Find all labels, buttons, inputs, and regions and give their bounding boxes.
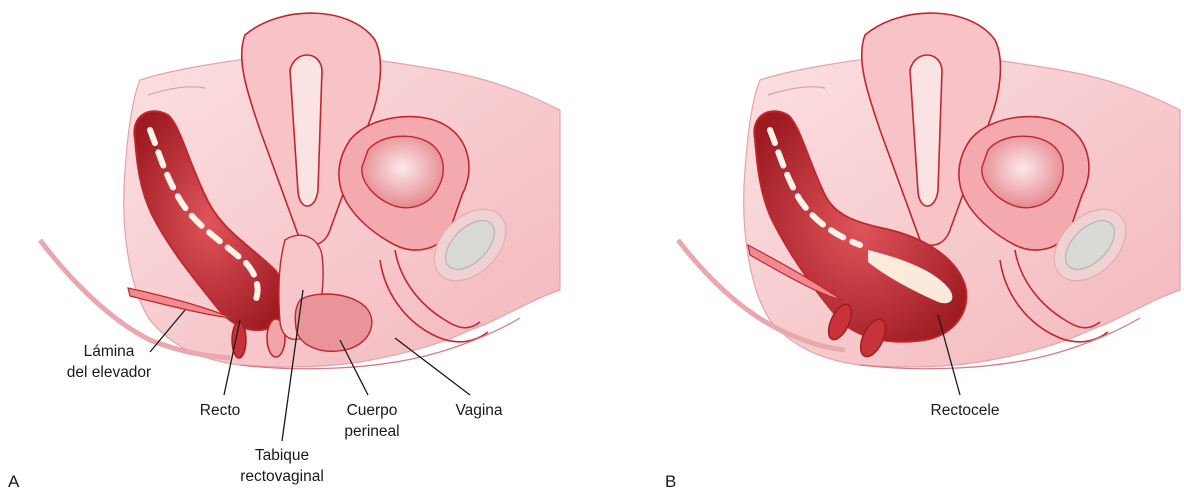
svg-text:Cuerpo: Cuerpo <box>347 402 398 419</box>
perineal-body-a <box>295 294 372 351</box>
svg-text:perineal: perineal <box>344 423 399 440</box>
panel-letter-a: A <box>8 472 20 491</box>
svg-text:del elevador: del elevador <box>67 364 151 381</box>
panel-letter-b: B <box>665 472 676 491</box>
label-vagina: Vagina <box>395 338 503 419</box>
svg-text:rectovaginal: rectovaginal <box>240 468 324 485</box>
svg-text:Tabique: Tabique <box>255 447 309 464</box>
panel-b: Rectocele B <box>665 13 1180 491</box>
svg-text:Lámina: Lámina <box>84 343 135 360</box>
panel-a: Lámina del elevador Recto Tabique rectov… <box>8 13 560 491</box>
svg-text:Vagina: Vagina <box>455 402 502 419</box>
svg-text:Rectocele: Rectocele <box>931 402 1000 419</box>
svg-text:Recto: Recto <box>200 402 241 419</box>
